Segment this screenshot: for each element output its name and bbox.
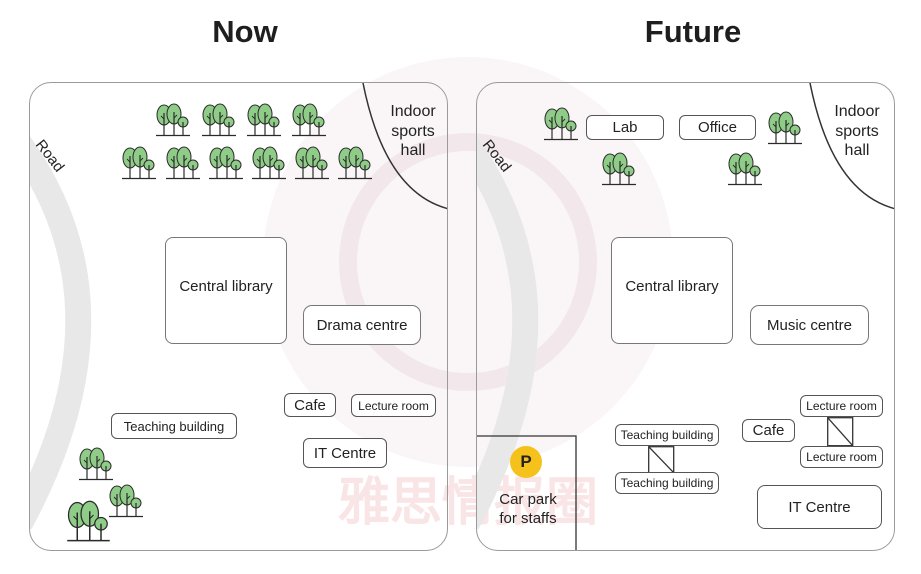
future-it-centre: IT Centre: [757, 485, 882, 529]
parking-icon-label: P: [520, 452, 532, 471]
now-drama-centre-label: Drama centre: [316, 316, 408, 334]
future-lecture-room-1-label: Lecture room: [806, 399, 877, 413]
tree-icon: [337, 146, 373, 185]
future-indoor-sports-hall-label: Indoor sports hall: [834, 103, 880, 160]
future-music-centre-label: Music centre: [766, 316, 853, 334]
future-car-park-label: Car park for staffs: [499, 491, 557, 527]
now-map-panel: [29, 82, 448, 551]
now-title: Now: [212, 14, 278, 49]
now-lecture-room-label: Lecture room: [358, 398, 429, 413]
tree-icon: [543, 107, 579, 146]
tree-icon: [246, 103, 282, 142]
tree-icon: [767, 111, 803, 150]
tree-icon: [66, 500, 111, 548]
tree-icon: [155, 103, 191, 142]
tree-icon: [165, 146, 201, 185]
future-lab: Lab: [586, 115, 664, 140]
now-it-centre-label: IT Centre: [313, 444, 377, 462]
now-teaching-building: Teaching building: [111, 413, 237, 439]
future-it-centre-label: IT Centre: [788, 498, 851, 516]
future-central-library-label: Central library: [625, 278, 719, 295]
future-lecture-room-connector: [827, 417, 854, 447]
future-office-label: Office: [698, 119, 737, 136]
future-map-panel: [476, 82, 895, 551]
future-road-arc: [477, 83, 894, 550]
now-cafe-label: Cafe: [294, 396, 326, 414]
tree-icon: [291, 103, 327, 142]
future-lecture-room-2: Lecture room: [800, 446, 883, 468]
tree-icon: [201, 103, 237, 142]
tree-icon: [601, 152, 637, 191]
now-central-library-label: Central library: [179, 278, 273, 295]
now-road-arc: [30, 83, 447, 530]
tree-icon: [208, 146, 244, 185]
tree-icon: [251, 146, 287, 185]
future-lecture-room-1: Lecture room: [800, 395, 883, 417]
future-teaching-building-2-label: Teaching building: [620, 476, 714, 490]
future-cafe: Cafe: [742, 419, 795, 442]
now-drama-centre: Drama centre: [303, 305, 421, 345]
future-lecture-room-2-label: Lecture room: [806, 450, 877, 464]
tree-icon: [108, 484, 144, 523]
parking-icon: P: [510, 446, 542, 478]
future-central-library: Central library: [611, 237, 733, 344]
now-it-centre: IT Centre: [303, 438, 387, 468]
future-teaching-building-1: Teaching building: [615, 424, 719, 446]
now-indoor-sports-hall-label: Indoor sports hall: [390, 103, 436, 160]
future-office: Office: [679, 115, 756, 140]
now-teaching-building-label: Teaching building: [123, 418, 225, 434]
future-teaching-building-1-label: Teaching building: [620, 428, 714, 442]
future-music-centre: Music centre: [750, 305, 869, 345]
svg-text:雅思情报圈: 雅思情报圈: [338, 473, 598, 533]
now-lecture-room: Lecture room: [351, 394, 436, 417]
tree-icon: [727, 152, 763, 191]
future-cafe-label: Cafe: [752, 422, 785, 439]
future-teaching-building-2: Teaching building: [615, 472, 719, 494]
future-lab-label: Lab: [612, 119, 638, 136]
tree-icon: [294, 146, 330, 185]
now-central-library: Central library: [165, 237, 287, 344]
now-cafe: Cafe: [284, 393, 336, 417]
future-title: Future: [644, 14, 742, 49]
tree-icon: [78, 447, 114, 486]
tree-icon: [121, 146, 157, 185]
